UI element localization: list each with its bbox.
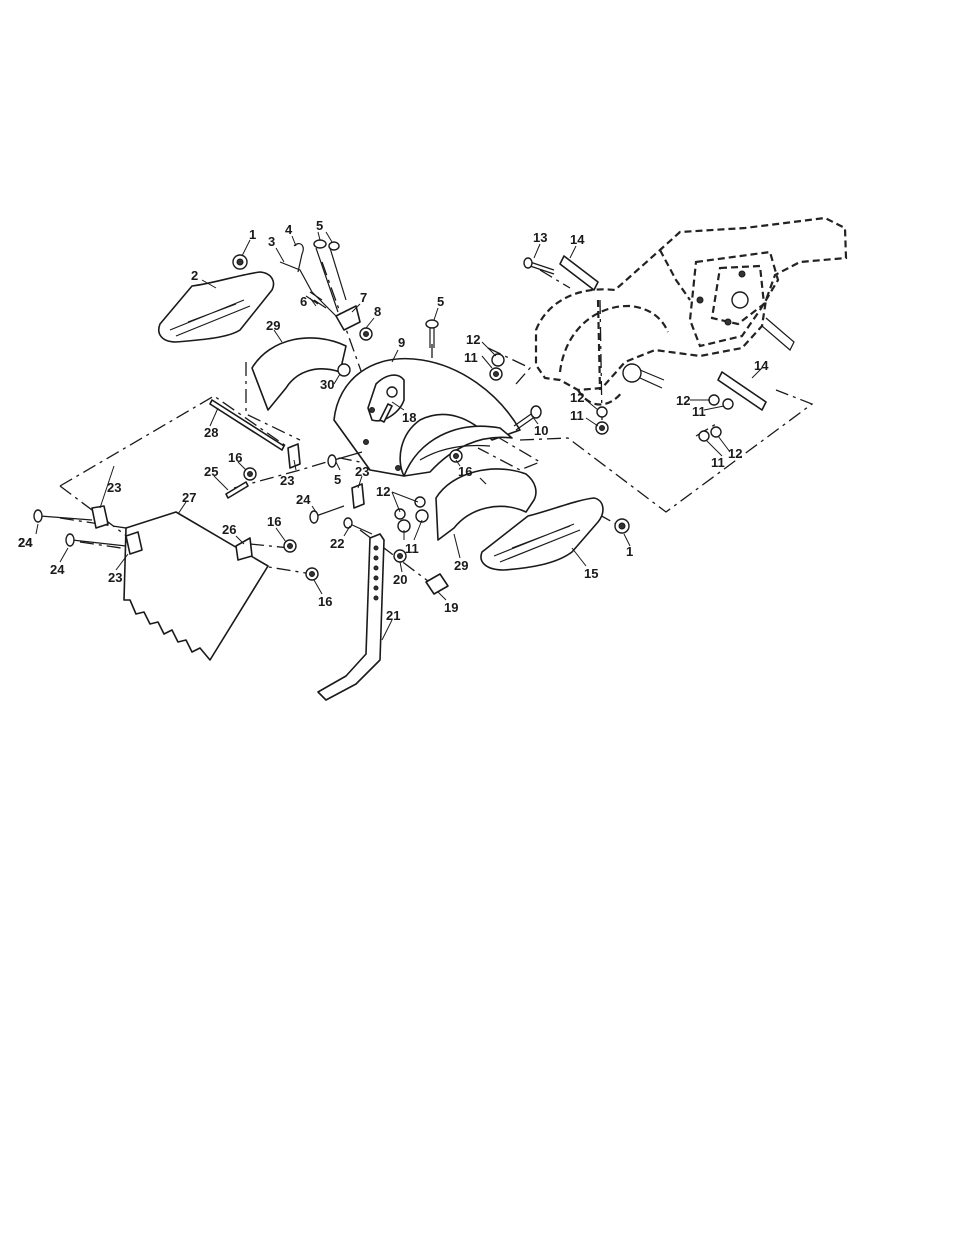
callout-label: 24 — [18, 535, 33, 550]
callout-label: 5 — [437, 294, 444, 309]
callout-label: 6 — [300, 294, 307, 309]
callout-label: 10 — [534, 423, 548, 438]
callout-label: 11 — [464, 350, 478, 365]
callout-label: 12 — [376, 484, 390, 499]
callout-label: 12 — [676, 393, 690, 408]
depth-stake — [318, 534, 384, 700]
callout-label: 11 — [711, 455, 725, 470]
callout-label: 11 — [570, 408, 584, 423]
callout-label: 8 — [374, 304, 381, 319]
callout-label: 11 — [405, 541, 419, 556]
callout-label: 9 — [398, 335, 405, 350]
callout-label: 12 — [466, 332, 480, 347]
hinge-rod — [210, 400, 284, 450]
frame-boss — [732, 292, 748, 308]
callout-label: 1 — [249, 227, 256, 242]
callout-label: 16 — [267, 514, 281, 529]
callout-label: 22 — [330, 536, 344, 551]
callout-label: 26 — [222, 522, 236, 537]
callout-label: 12 — [570, 390, 584, 405]
callout-label: 4 — [285, 222, 293, 237]
callout-label: 28 — [204, 425, 218, 440]
left-side-shield — [252, 338, 346, 410]
callout-label: 14 — [570, 232, 585, 247]
callout-label: 1 — [626, 544, 633, 559]
right-shield — [481, 498, 603, 570]
drag-bar-deflector — [124, 512, 268, 660]
callout-label: 13 — [533, 230, 547, 245]
callout-label: 12 — [728, 446, 742, 461]
callout-label: 5 — [334, 472, 341, 487]
callout-label: 16 — [228, 450, 242, 465]
callout-label: 24 — [296, 492, 311, 507]
callout-label: 23 — [280, 473, 294, 488]
callout-label: 27 — [182, 490, 196, 505]
callout-label: 2 — [191, 268, 198, 283]
callout-label: 23 — [108, 570, 122, 585]
callout-label: 29 — [266, 318, 280, 333]
callout-label: 5 — [316, 218, 323, 233]
left-shield — [159, 272, 274, 342]
callout-label: 16 — [318, 594, 332, 609]
callout-label: 16 — [458, 464, 472, 479]
callout-label: 18 — [402, 410, 416, 425]
callout-label: 21 — [386, 608, 400, 623]
callout-label: 29 — [454, 558, 468, 573]
callout-label: 3 — [268, 234, 275, 249]
callout-label: 14 — [754, 358, 769, 373]
callout-label: 11 — [692, 404, 706, 419]
callout-label: 24 — [50, 562, 65, 577]
callout-label: 30 — [320, 377, 334, 392]
frame-axle-hub — [623, 364, 641, 382]
callout-label: 19 — [444, 600, 458, 615]
callout-label: 15 — [584, 566, 598, 581]
callout-label: 20 — [393, 572, 407, 587]
callout-label: 7 — [360, 290, 367, 305]
callout-label: 25 — [204, 464, 218, 479]
callout-label: 23 — [107, 480, 121, 495]
callout-label: 23 — [355, 464, 369, 479]
